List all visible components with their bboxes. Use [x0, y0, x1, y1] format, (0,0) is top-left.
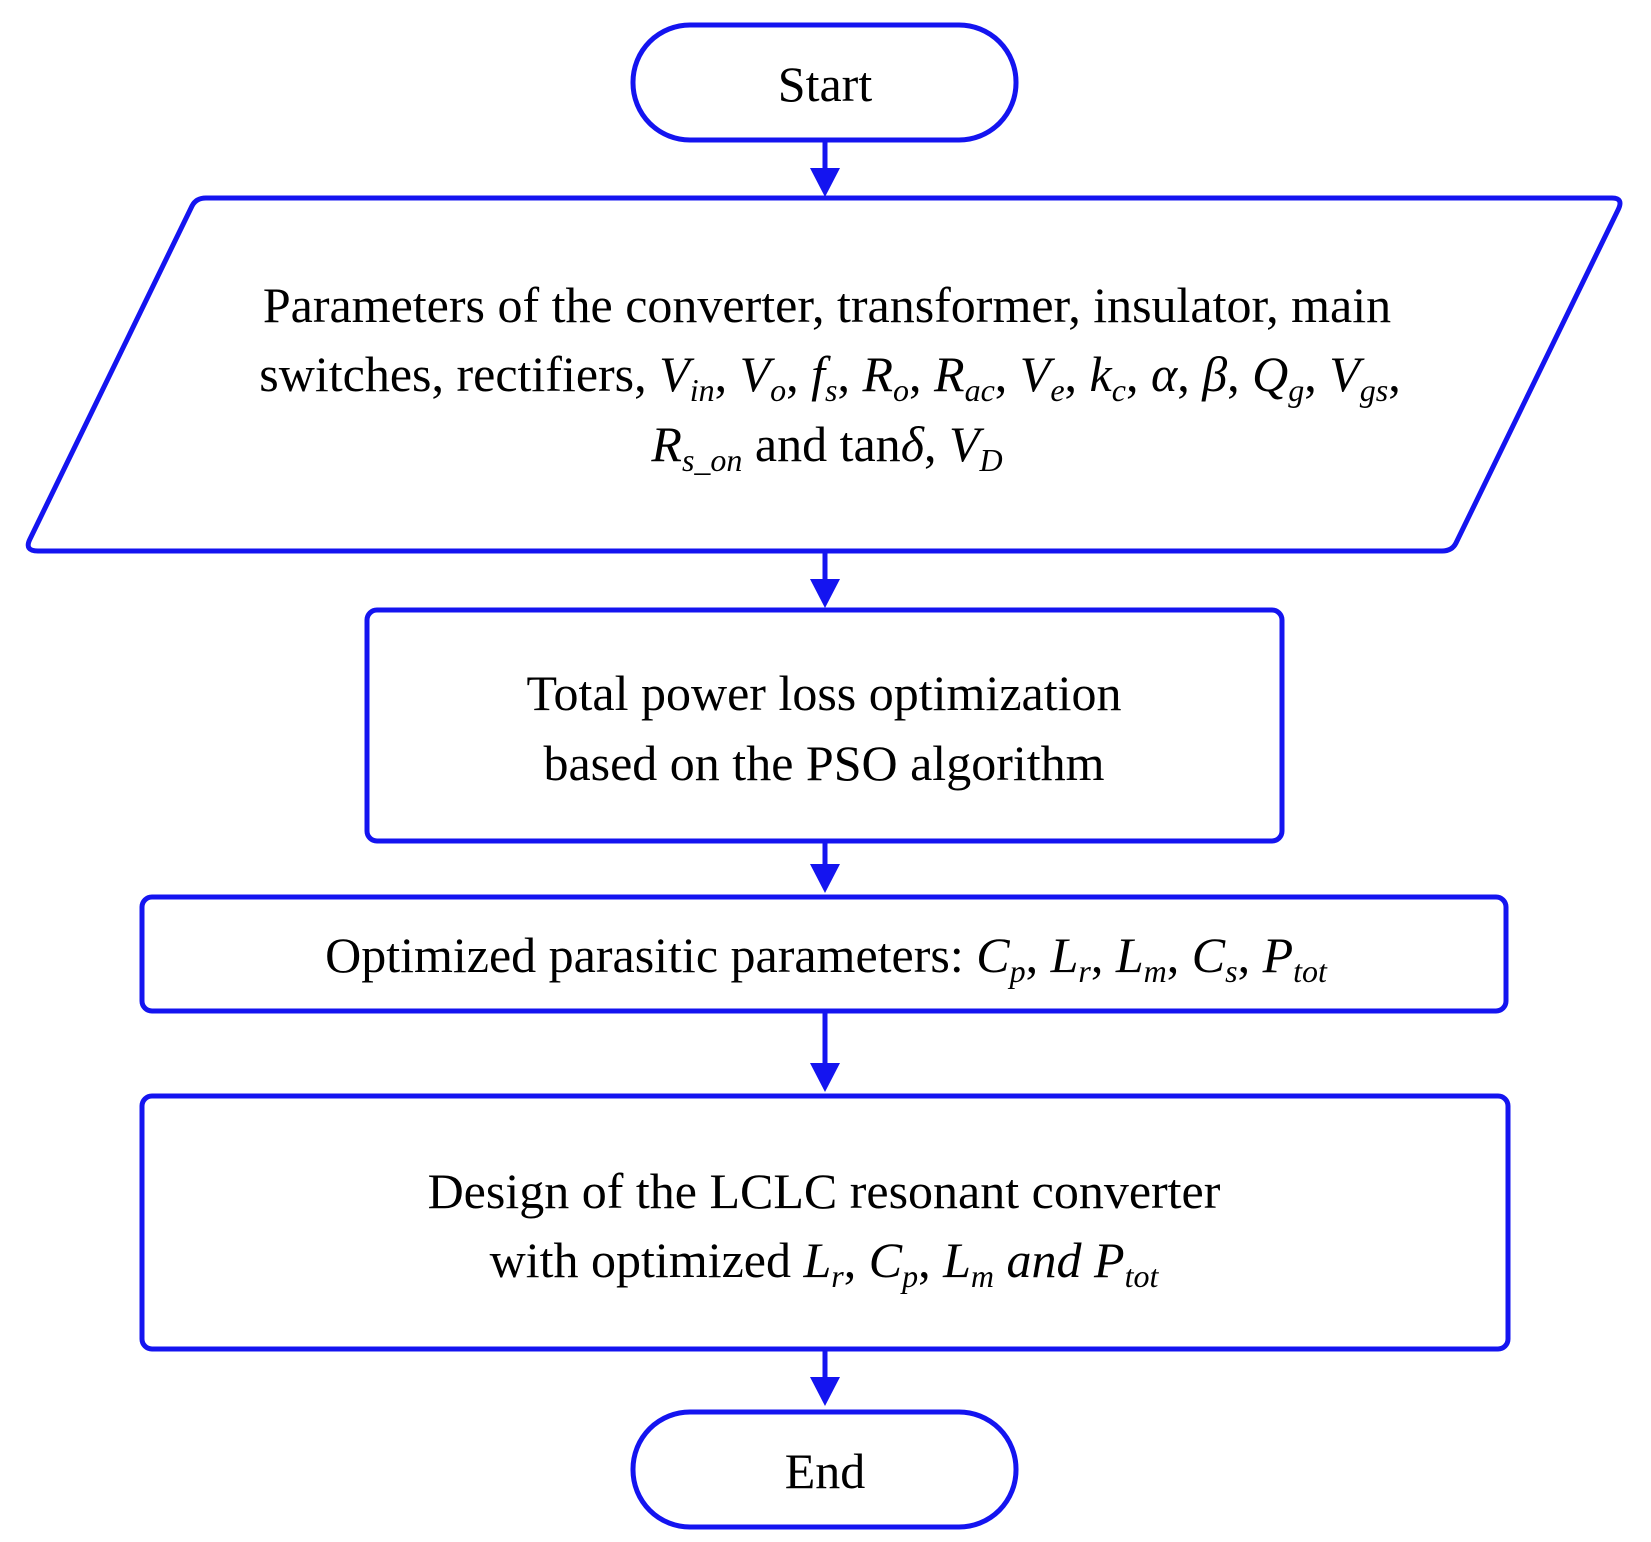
input-line-1: Parameters of the converter, transformer… [263, 277, 1391, 333]
input-line-3: Rs_on and tanδ, VD [650, 416, 1002, 478]
arrow-start-to-input [810, 142, 840, 197]
arrow-input-to-process1 [810, 553, 840, 608]
start-label: Start [778, 56, 873, 112]
process-box-design [139, 1093, 1511, 1352]
start-terminal-shape [630, 22, 1019, 143]
arrow-process1-to-process2 [810, 841, 840, 893]
input-parallelogram-shape [25, 195, 1623, 554]
arrow-process3-to-end [810, 1349, 840, 1406]
process-design-line-1: Design of the LCLC resonant converter [428, 1163, 1221, 1219]
arrow-process2-to-process3 [810, 1011, 840, 1092]
process-pso-line-1: Total power loss optimization [526, 665, 1121, 721]
end-node: End [630, 1409, 1019, 1530]
process-box-parasitic [139, 894, 1509, 1014]
process-pso-line-2: based on the PSO algorithm [543, 735, 1104, 791]
process-box-pso [364, 607, 1285, 844]
input-node: Parameters of the converter, transformer… [25, 195, 1623, 554]
end-label: End [785, 1443, 866, 1499]
process-node-design: Design of the LCLC resonant converter wi… [139, 1093, 1511, 1352]
process-node-pso: Total power loss optimization based on t… [364, 607, 1285, 844]
process-parasitic-label: Optimized parasitic parameters: Cp, Lr, … [325, 927, 1328, 989]
end-terminal-shape [630, 1409, 1019, 1530]
connectors [810, 142, 840, 1406]
start-node: Start [630, 22, 1019, 143]
process-design-line-2: with optimized Lr, Cp, Lm and Ptot [490, 1232, 1160, 1294]
process-node-parasitic: Optimized parasitic parameters: Cp, Lr, … [139, 894, 1509, 1014]
input-line-2: switches, rectifiers, Vin, Vo, fs, Ro, R… [259, 346, 1400, 408]
